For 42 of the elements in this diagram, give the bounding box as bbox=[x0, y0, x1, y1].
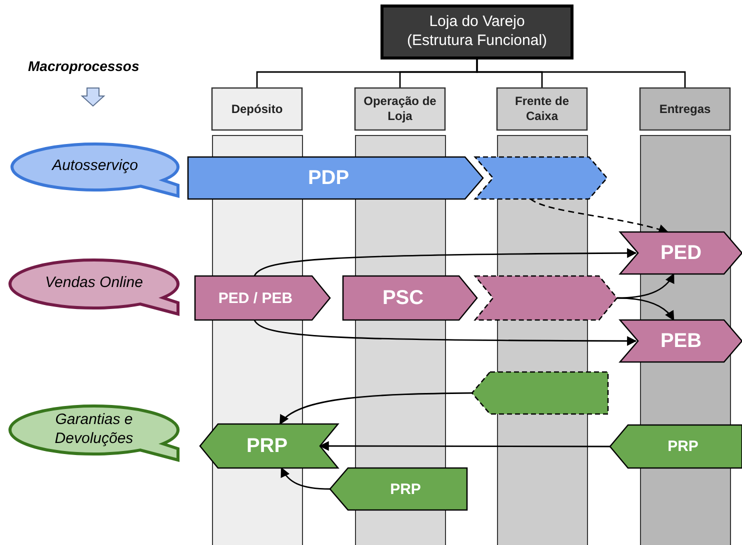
arrow bbox=[616, 297, 674, 321]
macroprocess-label: Vendas Online bbox=[44, 273, 144, 293]
dashed-process-step bbox=[475, 157, 607, 199]
macroprocess-label: Garantias e Devoluções bbox=[54, 410, 134, 448]
arrow bbox=[280, 467, 330, 490]
title-box bbox=[382, 6, 572, 58]
process-step bbox=[620, 232, 742, 274]
dashed-process-step bbox=[472, 372, 608, 414]
box-label: Loja do Varejo (Estrutura Funcional) bbox=[406, 13, 548, 51]
arrow bbox=[254, 248, 637, 276]
speech-bubble bbox=[8, 404, 180, 462]
speech-bubble bbox=[10, 142, 180, 198]
box-label: Frente de Caixa bbox=[514, 94, 570, 124]
process-label: PRP bbox=[390, 480, 421, 498]
dashed-process-step bbox=[475, 276, 617, 320]
process-label: PRP bbox=[246, 434, 288, 458]
process-step bbox=[620, 320, 742, 362]
connector-line bbox=[476, 58, 686, 88]
department-box bbox=[355, 88, 445, 130]
box-label: Operação de Loja bbox=[362, 94, 438, 124]
box-label: Entregas bbox=[659, 102, 711, 116]
process-step bbox=[343, 276, 477, 320]
process-step bbox=[200, 424, 338, 468]
department-box bbox=[212, 88, 302, 130]
macroprocess-label: Autosserviço bbox=[50, 156, 139, 176]
process-step bbox=[610, 425, 742, 468]
arrow bbox=[319, 441, 610, 451]
process-step bbox=[330, 468, 467, 510]
department-box bbox=[497, 88, 587, 130]
arrow bbox=[254, 320, 637, 346]
department-box bbox=[640, 88, 730, 130]
process-label: PED bbox=[660, 242, 702, 264]
process-label: PED / PEB bbox=[218, 290, 293, 306]
arrow bbox=[279, 392, 472, 425]
speech-bubble bbox=[8, 258, 180, 316]
section-heading: Macroprocessos bbox=[28, 58, 140, 74]
process-label: PDP bbox=[308, 166, 350, 190]
process-label: PSC bbox=[382, 286, 424, 310]
box-label: Depósito bbox=[231, 102, 283, 116]
process-step bbox=[195, 276, 330, 320]
process-label: PEB bbox=[660, 330, 702, 352]
process-label: PRP bbox=[668, 438, 698, 455]
